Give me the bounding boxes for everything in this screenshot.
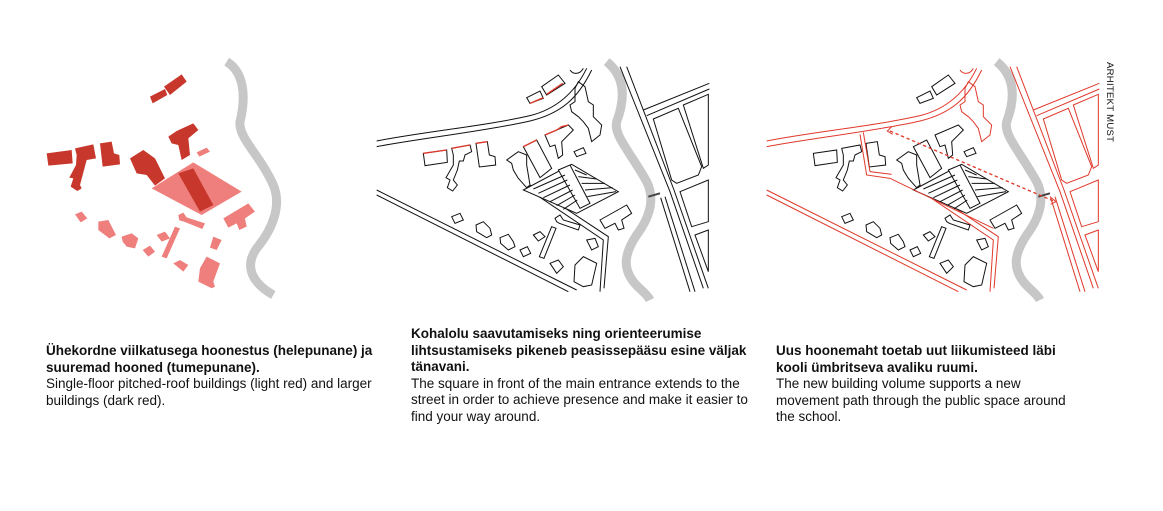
- caption-entrance-square: Kohalolu saavutamiseks ning orienteerumi…: [411, 326, 751, 425]
- river: [223, 57, 281, 299]
- caption-massing: Ühekordne viilkatusega hoonestus (helepu…: [46, 343, 386, 409]
- light-buildings: [74, 147, 255, 289]
- map-entrance-square: [377, 62, 710, 300]
- map-movement-path: [767, 62, 1100, 300]
- caption-text-en: The new building volume supports a new m…: [776, 376, 1066, 424]
- architect-credit: ARHITEKT MUST: [1104, 62, 1115, 143]
- caption-text-en: Single-floor pitched-roof buildings (lig…: [46, 376, 372, 408]
- arrowhead-icon: [886, 126, 893, 135]
- caption-title-et: Ühekordne viilkatusega hoonestus (helepu…: [46, 343, 373, 375]
- caption-title-et: Uus hoonemaht toetab uut liikumisteed lä…: [776, 343, 1056, 375]
- caption-title-et: Kohalolu saavutamiseks ning orienteerumi…: [411, 326, 747, 374]
- arrowhead-icon: [1049, 196, 1057, 205]
- caption-text-en: The square in front of the main entrance…: [411, 375, 748, 424]
- dark-buildings: [46, 74, 214, 212]
- plaza-edge: [859, 134, 994, 229]
- caption-movement-path: Uus hoonemaht toetab uut liikumisteed lä…: [776, 343, 1076, 426]
- map-massing: [46, 57, 281, 299]
- plaza-edge-inner: [862, 132, 892, 175]
- highlight-edges: [423, 82, 569, 154]
